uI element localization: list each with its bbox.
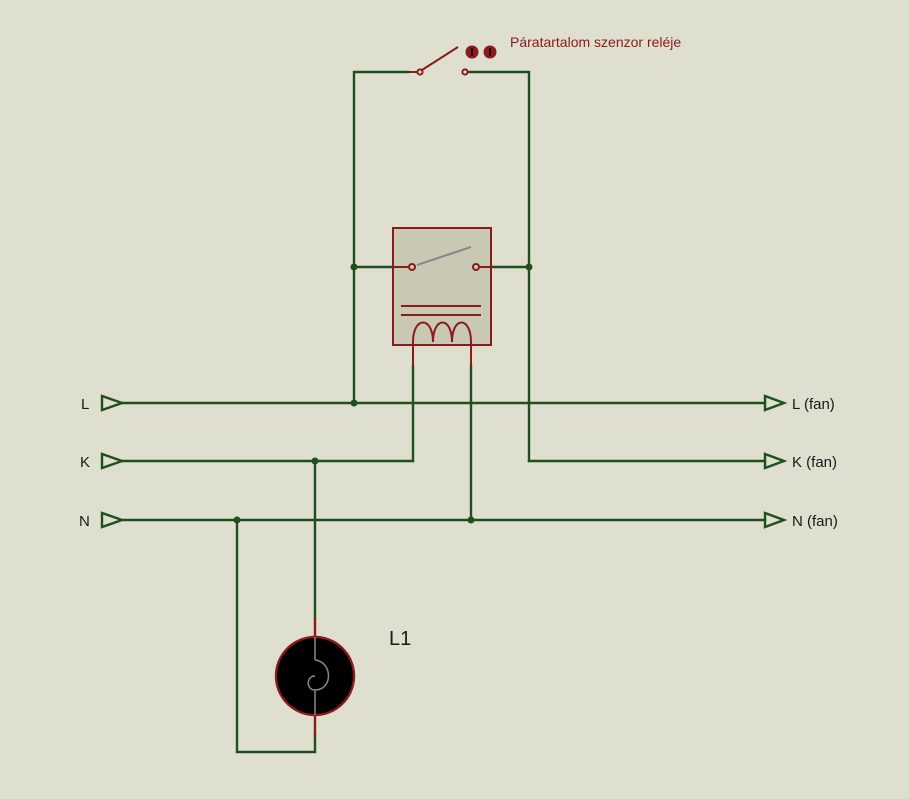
junction-dot	[350, 263, 358, 271]
terminal-out-l	[763, 394, 788, 412]
terminal-out-n	[763, 511, 788, 529]
terminal-in-n-label: N	[79, 513, 90, 530]
terminal-in-k	[100, 452, 126, 470]
terminal-out-k	[763, 452, 788, 470]
sensor-indicator-icon	[465, 45, 497, 59]
junction-dot	[350, 399, 358, 407]
relay-coil-icon	[412, 321, 472, 366]
junction-dot	[525, 263, 533, 271]
junction-dot	[467, 516, 475, 524]
terminal-out-k-label: K (fan)	[792, 454, 837, 471]
wires	[120, 70, 767, 754]
sensor-relay-switch	[408, 46, 469, 76]
relay-body	[392, 227, 492, 346]
relay-switch-blade	[416, 245, 472, 267]
relay-contact-left	[408, 263, 416, 271]
terminal-in-k-label: K	[80, 454, 90, 471]
junction-dot	[311, 457, 319, 465]
terminal-out-l-label: L (fan)	[792, 396, 835, 413]
terminal-out-n-label: N (fan)	[792, 513, 838, 530]
wire-sensor-right	[467, 70, 531, 463]
terminal-in-l-label: L	[81, 396, 89, 413]
relay	[392, 227, 492, 366]
wire-lamp-bottom	[235, 518, 317, 754]
terminal-in-l	[100, 394, 126, 412]
lamp-label: L1	[389, 628, 411, 650]
sensor-relay-label: Páratartalom szenzor reléje	[510, 34, 681, 50]
terminal-in-n	[100, 511, 126, 529]
lamp-icon	[274, 618, 356, 736]
wire-sensor-left	[352, 70, 410, 405]
junction-dot	[233, 516, 241, 524]
junctions	[233, 263, 533, 524]
